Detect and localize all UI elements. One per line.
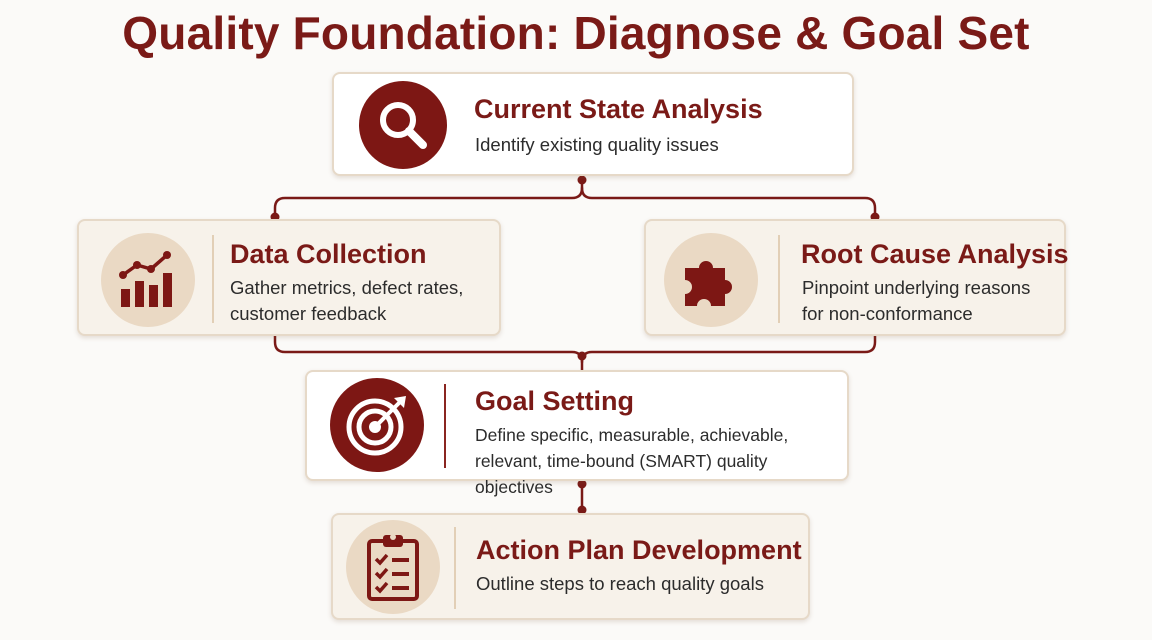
node-description: Define specific, measurable, achievable,…	[475, 425, 789, 497]
node-title: Current State Analysis	[474, 94, 763, 124]
node-data-collection: Data Collection Gather metrics, defect r…	[77, 219, 501, 336]
puzzle-icon	[664, 233, 758, 327]
node-description: Outline steps to reach quality goals	[476, 573, 764, 594]
card-divider	[454, 527, 456, 609]
node-title: Root Cause Analysis	[801, 239, 1069, 269]
node-description: Pinpoint underlying reasons for non-conf…	[802, 277, 1031, 324]
node-root-cause: Root Cause Analysis Pinpoint underlying …	[644, 219, 1069, 336]
node-title: Goal Setting	[475, 386, 635, 416]
node-description: Identify existing quality issues	[475, 134, 719, 155]
target-icon	[330, 378, 424, 472]
node-description: Gather metrics, defect rates, customer f…	[230, 277, 464, 324]
card-divider	[444, 384, 446, 468]
node-action-plan: Action Plan Development Outline steps to…	[331, 513, 810, 620]
node-title: Data Collection	[230, 239, 427, 269]
node-current-state: Current State Analysis Identify existing…	[332, 72, 854, 176]
bar-chart-icon	[101, 233, 195, 327]
node-title: Action Plan Development	[476, 535, 802, 565]
node-goal-setting: Goal Setting Define specific, measurable…	[305, 370, 849, 497]
magnifier-icon	[359, 81, 447, 169]
diagram-title: Quality Foundation: Diagnose & Goal Set	[122, 7, 1030, 59]
clipboard-checklist-icon	[346, 520, 440, 614]
card-divider	[212, 235, 214, 323]
card-divider	[778, 235, 780, 323]
